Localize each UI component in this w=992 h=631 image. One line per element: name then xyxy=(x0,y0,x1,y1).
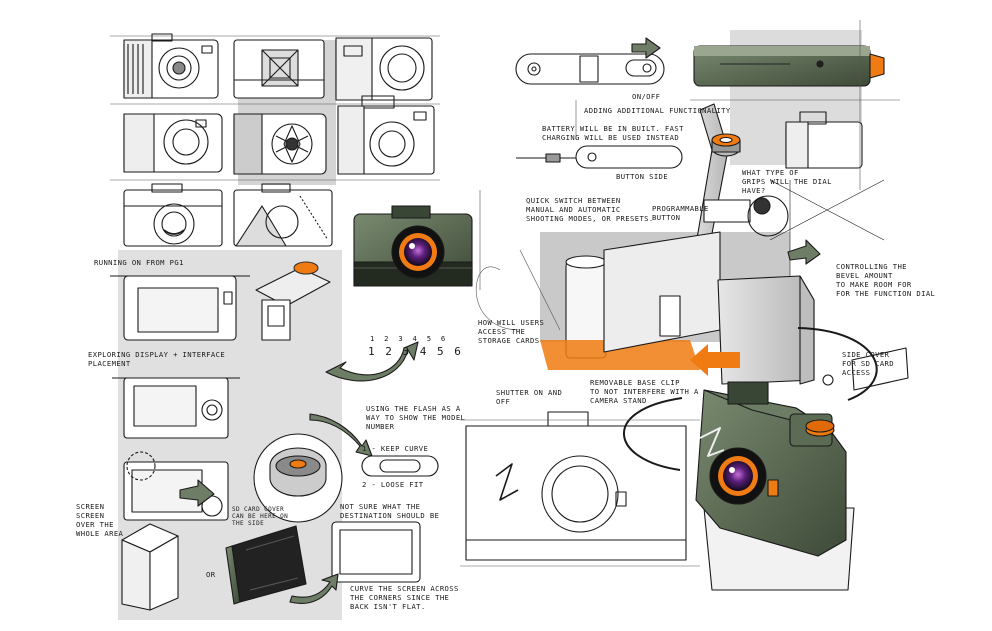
note-quick-switch: QUICK SWITCH BETWEEN MANUAL AND AUTOMATI… xyxy=(526,196,654,223)
note-numbers: 1 2 3 4 5 6 xyxy=(370,334,446,343)
note-adding-functionality: ADDING ADDITIONAL FUNCTIONALITY xyxy=(584,106,731,115)
thumb-8 xyxy=(233,183,333,247)
flash-part-sketch xyxy=(255,261,331,341)
note-sd-card: SD CARD COVER CAN BE HERE ON THE SIDE xyxy=(232,506,289,527)
storage-form xyxy=(540,231,721,370)
slider-sketch xyxy=(361,455,439,477)
box-sketch xyxy=(121,523,179,611)
note-running-on: RUNNING ON FROM PG1 xyxy=(94,258,184,267)
note-flash: USING THE FLASH AS A WAY TO SHOW THE MOD… xyxy=(366,404,466,431)
note-side-cover: SIDE COVER FOR SD CARD ACCESS xyxy=(842,350,894,377)
arrow-shape xyxy=(325,341,419,382)
battery-strip-sketch xyxy=(516,145,683,169)
construction-lines xyxy=(110,20,900,567)
note-how-will-users: HOW WILL USERS ACCESS THE STORAGE CARDS xyxy=(478,318,545,345)
thumb-5 xyxy=(233,113,327,175)
note-digits: 1 2 3 4 5 6 xyxy=(368,345,463,358)
side-camera-sketch xyxy=(785,111,863,169)
camera-outline-large xyxy=(465,411,687,561)
note-keep-curve: 1 - KEEP CURVE xyxy=(362,444,429,453)
arrow-shape xyxy=(690,344,740,376)
display-sketch-3 xyxy=(123,451,229,521)
note-exploring: EXPLORING DISPLAY + INTERFACE PLACEMENT xyxy=(88,350,226,368)
note-button-side: BUTTON SIDE xyxy=(616,172,668,181)
arrow-shape xyxy=(289,573,339,604)
dial-closeup xyxy=(253,433,343,523)
camera-3d-render xyxy=(623,327,878,591)
display-sketch-1 xyxy=(110,275,250,341)
back-case-render xyxy=(225,525,307,605)
note-screen-over: SCREEN SCREEN OVER THE WHOLE AREA xyxy=(76,502,124,538)
note-removable-base: REMOVABLE BASE CLIP TO NOT INTERFERE WIT… xyxy=(590,378,699,405)
dial-render xyxy=(711,133,741,157)
thumb-4 xyxy=(123,113,223,173)
note-shutter-on: SHUTTER ON AND OFF xyxy=(496,388,563,406)
arrow-shape xyxy=(787,239,821,265)
programmable-button-sketch xyxy=(703,179,885,280)
note-not-sure: NOT SURE WHAT THE DESTINATION SHOULD BE xyxy=(340,502,440,520)
note-what-type: WHAT TYPE OF GRIPS WILL THE DIAL HAVE? xyxy=(742,168,832,195)
note-battery: BATTERY WILL BE IN BUILT. FAST CHARGING … xyxy=(542,124,684,142)
note-programmable: PROGRAMMABLE BUTTON xyxy=(652,204,709,222)
note-curve-screen: CURVE THE SCREEN ACROSS THE CORNERS SINC… xyxy=(350,584,459,611)
arrow-shape xyxy=(631,37,661,59)
arrow-shape xyxy=(179,479,215,507)
note-controlling-bevel: CONTROLLING THE BEVEL AMOUNT TO MAKE ROO… xyxy=(836,262,936,298)
green-camera-render xyxy=(353,205,473,287)
display-sketch-2 xyxy=(112,377,240,439)
note-on-off: ON/OFF xyxy=(632,92,661,101)
note-or: OR xyxy=(206,570,216,579)
note-loose-fit: 2 - LOOSE FIT xyxy=(362,480,424,489)
thumb-7 xyxy=(123,183,223,247)
top-strip-sketch xyxy=(515,53,665,85)
thumb-1 xyxy=(123,33,219,99)
screen-sketch xyxy=(331,521,421,583)
arrow-shape xyxy=(309,413,373,457)
green-top-render xyxy=(693,45,885,87)
thumb-3 xyxy=(335,37,433,101)
thumb-2 xyxy=(233,39,325,99)
thumb-6 xyxy=(337,95,435,175)
